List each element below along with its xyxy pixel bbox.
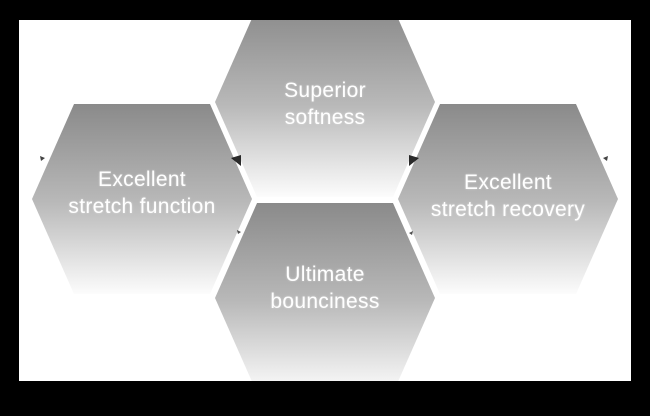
- hexagon-label-ultimate-bounciness: Ultimate bounciness: [270, 261, 379, 315]
- artifact-speck-far-left: [40, 156, 45, 161]
- label-line: bounciness: [270, 289, 380, 313]
- label-line: softness: [284, 105, 366, 129]
- label-line: stretch function: [68, 195, 216, 219]
- hexagon-excellent-stretch-function: Excellent stretch function: [32, 104, 252, 294]
- hexagon-label-excellent-stretch-function: Excellent stretch function: [68, 166, 215, 220]
- label-line: Superior: [284, 78, 366, 102]
- label-line: Excellent: [98, 168, 186, 192]
- label-line: Excellent: [464, 171, 552, 195]
- hexagon-label-superior-softness: Superior softness: [284, 77, 366, 131]
- hexagon-label-excellent-stretch-recovery: Excellent stretch recovery: [431, 169, 585, 223]
- artifact-speck-bottom-right: [409, 231, 413, 235]
- hexagon-superior-softness: Superior softness: [215, 20, 435, 197]
- artifact-speck-far-right: [603, 156, 608, 161]
- hexagon-ultimate-bounciness: Ultimate bounciness: [215, 203, 435, 381]
- hexagon-excellent-stretch-recovery: Excellent stretch recovery: [398, 104, 618, 294]
- diagram-panel: Superior softness Excellent stretch func…: [19, 20, 631, 381]
- label-line: stretch recovery: [430, 198, 586, 222]
- label-line: Ultimate: [285, 262, 365, 286]
